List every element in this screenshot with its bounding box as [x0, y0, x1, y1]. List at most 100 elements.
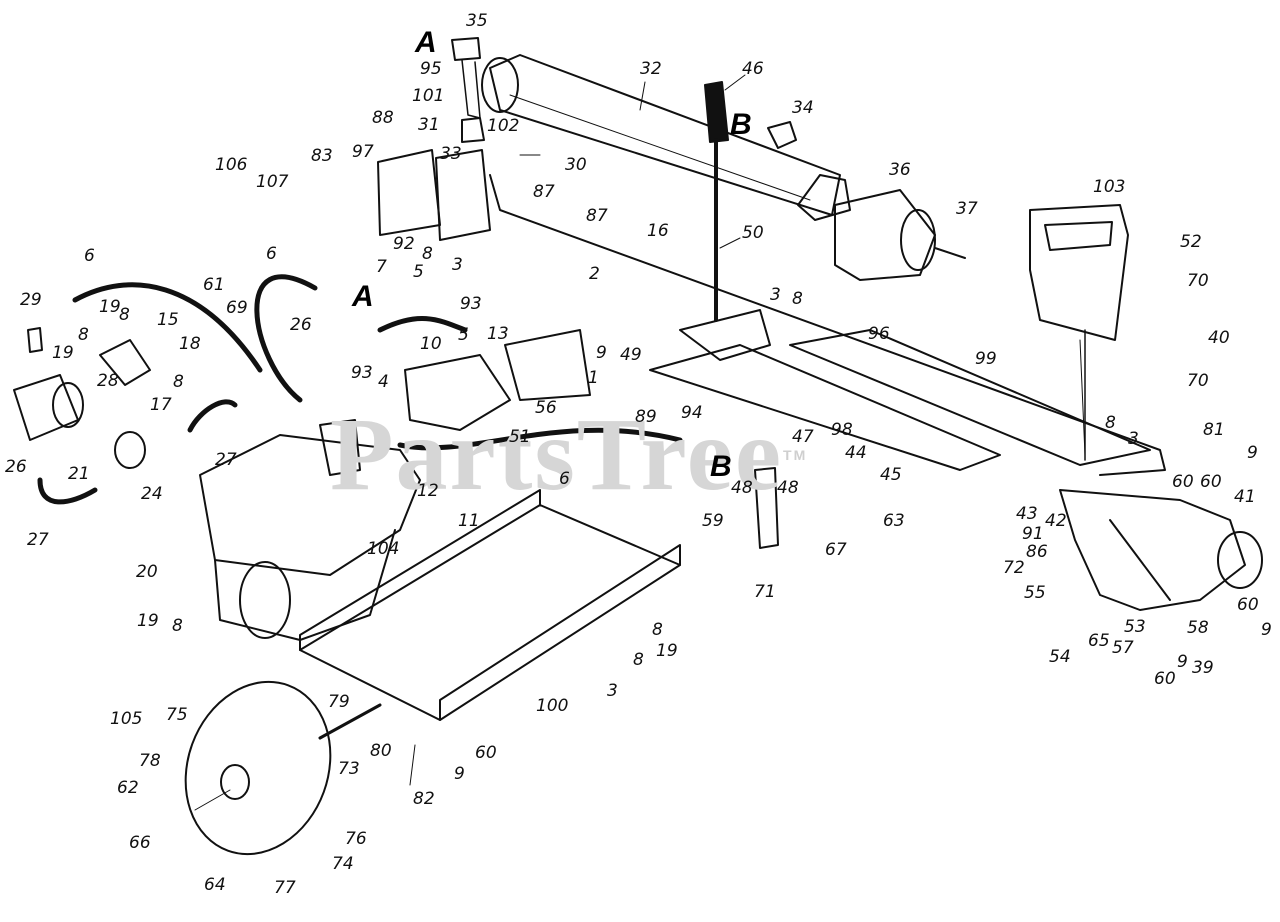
part-callout: 102: [487, 116, 520, 136]
connection-marker-a: A: [352, 280, 374, 313]
part-callout: 97: [352, 142, 374, 162]
part-callout: 49: [620, 345, 642, 365]
part-callout: 98: [831, 420, 853, 440]
part-callout: 88: [372, 108, 394, 128]
part-callout: 96: [868, 324, 890, 344]
part-callout: 8: [652, 620, 663, 640]
splitting-wedge: [1029, 204, 1129, 461]
part-callout: 9: [1261, 620, 1272, 640]
valve-block: [834, 189, 966, 281]
part-callout: 32: [640, 59, 662, 79]
part-callout: 73: [338, 759, 360, 779]
part-callout: 10: [420, 334, 442, 354]
part-callout: 66: [129, 833, 151, 853]
part-callout: 45: [880, 465, 902, 485]
connection-marker-a: A: [415, 26, 437, 59]
coupling: [99, 339, 151, 469]
part-callout: 69: [226, 298, 248, 318]
part-callout: 63: [883, 511, 905, 531]
part-callout: 83: [311, 146, 333, 166]
part-callout: 94: [681, 403, 703, 423]
part-callout: 27: [27, 530, 49, 550]
part-callout: 50: [742, 223, 764, 243]
fitting-part: [767, 121, 797, 149]
hydraulic-pump: [13, 327, 84, 441]
part-callout: 91: [1022, 524, 1044, 544]
part-callout: 80: [370, 741, 392, 761]
fitting-part: [451, 37, 485, 143]
part-callout: 67: [825, 540, 847, 560]
part-callout: 8: [792, 289, 803, 309]
part-callout: 27: [215, 450, 237, 470]
part-callout: 15: [157, 310, 179, 330]
part-callout: 60: [1200, 472, 1222, 492]
part-callout: 56: [535, 398, 557, 418]
part-callout: 20: [136, 562, 158, 582]
control-handle: [704, 81, 729, 322]
part-callout: 5: [458, 325, 469, 345]
part-callout: 52: [1180, 232, 1202, 252]
part-callout: 58: [1187, 618, 1209, 638]
tongue-frame: [299, 489, 681, 721]
part-callout: 36: [889, 160, 911, 180]
part-callout: 19: [52, 343, 74, 363]
part-callout: 3: [607, 681, 618, 701]
part-callout: 8: [422, 244, 433, 264]
part-callout: 19: [99, 297, 121, 317]
part-callout: 106: [215, 155, 248, 175]
part-callout: 39: [1192, 658, 1214, 678]
part-callout: 60: [1237, 595, 1259, 615]
part-callout: 62: [117, 778, 139, 798]
part-callout: 65: [1088, 631, 1110, 651]
bracket: [754, 467, 779, 549]
part-callout: 53: [1124, 617, 1146, 637]
part-callout: 8: [119, 305, 130, 325]
part-callout: 13: [487, 324, 509, 344]
part-callout: 57: [1112, 638, 1134, 658]
part-callout: 1: [588, 368, 599, 388]
part-callout: 8: [1105, 413, 1116, 433]
part-callout: 31: [418, 115, 440, 135]
part-callout: 95: [420, 59, 442, 79]
part-callout: 3: [452, 255, 463, 275]
part-callout: 44: [845, 443, 867, 463]
part-callout: 46: [742, 59, 764, 79]
part-callout: 103: [1093, 177, 1126, 197]
part-callout: 29: [20, 290, 42, 310]
part-callout: 19: [656, 641, 678, 661]
part-callout: 87: [586, 206, 608, 226]
part-callout: 77: [274, 878, 296, 898]
part-callout: 43: [1016, 504, 1038, 524]
leader-lines: [194, 74, 1086, 811]
part-callout: 8: [78, 325, 89, 345]
part-callout: 47: [792, 427, 814, 447]
part-callout: 89: [635, 407, 657, 427]
part-callout: 21: [68, 464, 90, 484]
part-callout: 4: [378, 372, 389, 392]
part-callout: 93: [351, 363, 373, 383]
part-callout: 71: [754, 582, 776, 602]
part-callout: 107: [256, 172, 289, 192]
hydraulic-cylinder: [481, 54, 851, 221]
part-callout: 7: [376, 257, 387, 277]
part-callout: 16: [647, 221, 669, 241]
part-callout: 9: [596, 343, 607, 363]
part-callout: 61: [203, 275, 225, 295]
part-callout: 101: [412, 86, 445, 106]
part-callout: 100: [536, 696, 569, 716]
part-callout: 79: [328, 692, 350, 712]
mounting-plate: [377, 149, 491, 241]
part-callout: 76: [345, 829, 367, 849]
part-callout: 59: [702, 511, 724, 531]
part-callout: 6: [84, 246, 95, 266]
part-callout: 82: [413, 789, 435, 809]
part-callout: 48: [777, 478, 799, 498]
part-callout: 78: [139, 751, 161, 771]
part-callout: 93: [460, 294, 482, 314]
part-callout: 60: [1172, 472, 1194, 492]
hydraulic-hoses: [37, 274, 683, 505]
part-callout: 37: [956, 199, 978, 219]
part-callout: 99: [975, 349, 997, 369]
part-callout: 17: [150, 395, 172, 415]
